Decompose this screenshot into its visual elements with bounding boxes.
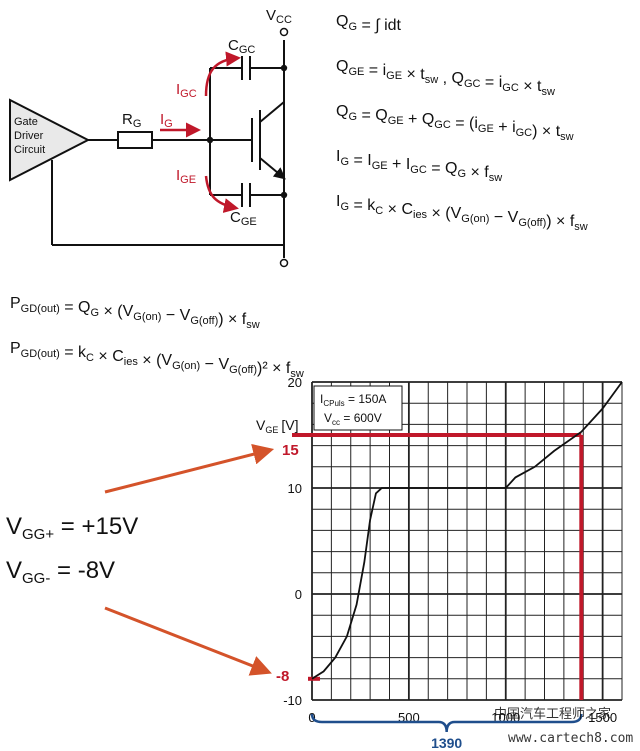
qg-brace bbox=[310, 713, 583, 733]
gate-charge-curve bbox=[311, 381, 623, 680]
y-tick-label: 0 bbox=[295, 587, 302, 602]
gate-driver-triangle bbox=[9, 98, 91, 182]
chart-legend-box bbox=[313, 385, 403, 431]
power-equation-2: PGD(out) = kC × Cies × (VG(on) − VG(off)… bbox=[10, 340, 304, 380]
gate-driver-label: Gate Driver Circuit bbox=[14, 116, 46, 156]
y-tick-label: 20 bbox=[288, 375, 302, 390]
equation-5: IG = kC × Cies × (VG(on) − VG(off)) × fs… bbox=[336, 193, 588, 233]
gate-resistor bbox=[117, 131, 153, 149]
gate-driver-circuit bbox=[9, 40, 286, 258]
y-tick-label: 10 bbox=[288, 481, 302, 496]
equation-3: QG = QGE + QGC = (iGE + iGC) × tsw bbox=[336, 103, 574, 143]
equation-2: QGE = iGE × tsw , QGC = iGC × tsw bbox=[336, 58, 555, 98]
legend-vcc: Vcc = 600V bbox=[324, 411, 382, 427]
driver-line-2: Driver bbox=[14, 130, 44, 142]
ige-arrow bbox=[204, 175, 239, 213]
y-tick-label: -10 bbox=[283, 693, 302, 708]
chart-highlights bbox=[292, 433, 584, 700]
circuit-nodes bbox=[206, 27, 289, 268]
driver-power-equations: PGD(out) = QG × (VG(on) − VG(off)) × fsw… bbox=[10, 295, 304, 380]
arrow-to-minus8 bbox=[104, 606, 272, 676]
power-equation-1: PGD(out) = QG × (VG(on) − VG(off)) × fsw bbox=[10, 295, 260, 331]
driver-line-1: Gate bbox=[14, 116, 38, 128]
x-tick-label: 1500 bbox=[588, 710, 617, 725]
ige-label: IGE bbox=[176, 167, 196, 186]
red-label-15: 15 bbox=[282, 442, 299, 459]
cge-label: CGE bbox=[230, 209, 257, 228]
qg-value-label: 1390 bbox=[431, 735, 462, 751]
watermark-url: www.cartech8.com bbox=[508, 731, 633, 746]
watermark-cn: 中国汽车工程师之家 bbox=[494, 706, 611, 722]
legend-icpuls: ICPuls = 150A bbox=[320, 392, 386, 408]
cgc-label: CGC bbox=[228, 37, 255, 56]
igc-label: IGC bbox=[176, 81, 197, 100]
vcc-label: VCC bbox=[266, 7, 292, 26]
rg-label: RG bbox=[122, 111, 141, 130]
equation-4: IG = IGE + IGC = QG × fsw bbox=[336, 148, 502, 184]
arrow-to-15 bbox=[104, 443, 275, 494]
ig-label: IG bbox=[160, 111, 173, 130]
red-label-minus8: -8 bbox=[276, 668, 289, 685]
driver-line-3: Circuit bbox=[14, 144, 45, 156]
vgg-minus-label: VGG- = -8V bbox=[6, 557, 115, 587]
vgg-plus-label: VGG+ = +15V bbox=[6, 513, 138, 543]
igc-arrow bbox=[204, 51, 241, 97]
chart-ylabel: VGE[V] bbox=[256, 417, 298, 435]
equation-1: QG = ∫ idt bbox=[336, 13, 402, 34]
chart-grid bbox=[311, 381, 623, 701]
chart-series bbox=[311, 381, 623, 680]
